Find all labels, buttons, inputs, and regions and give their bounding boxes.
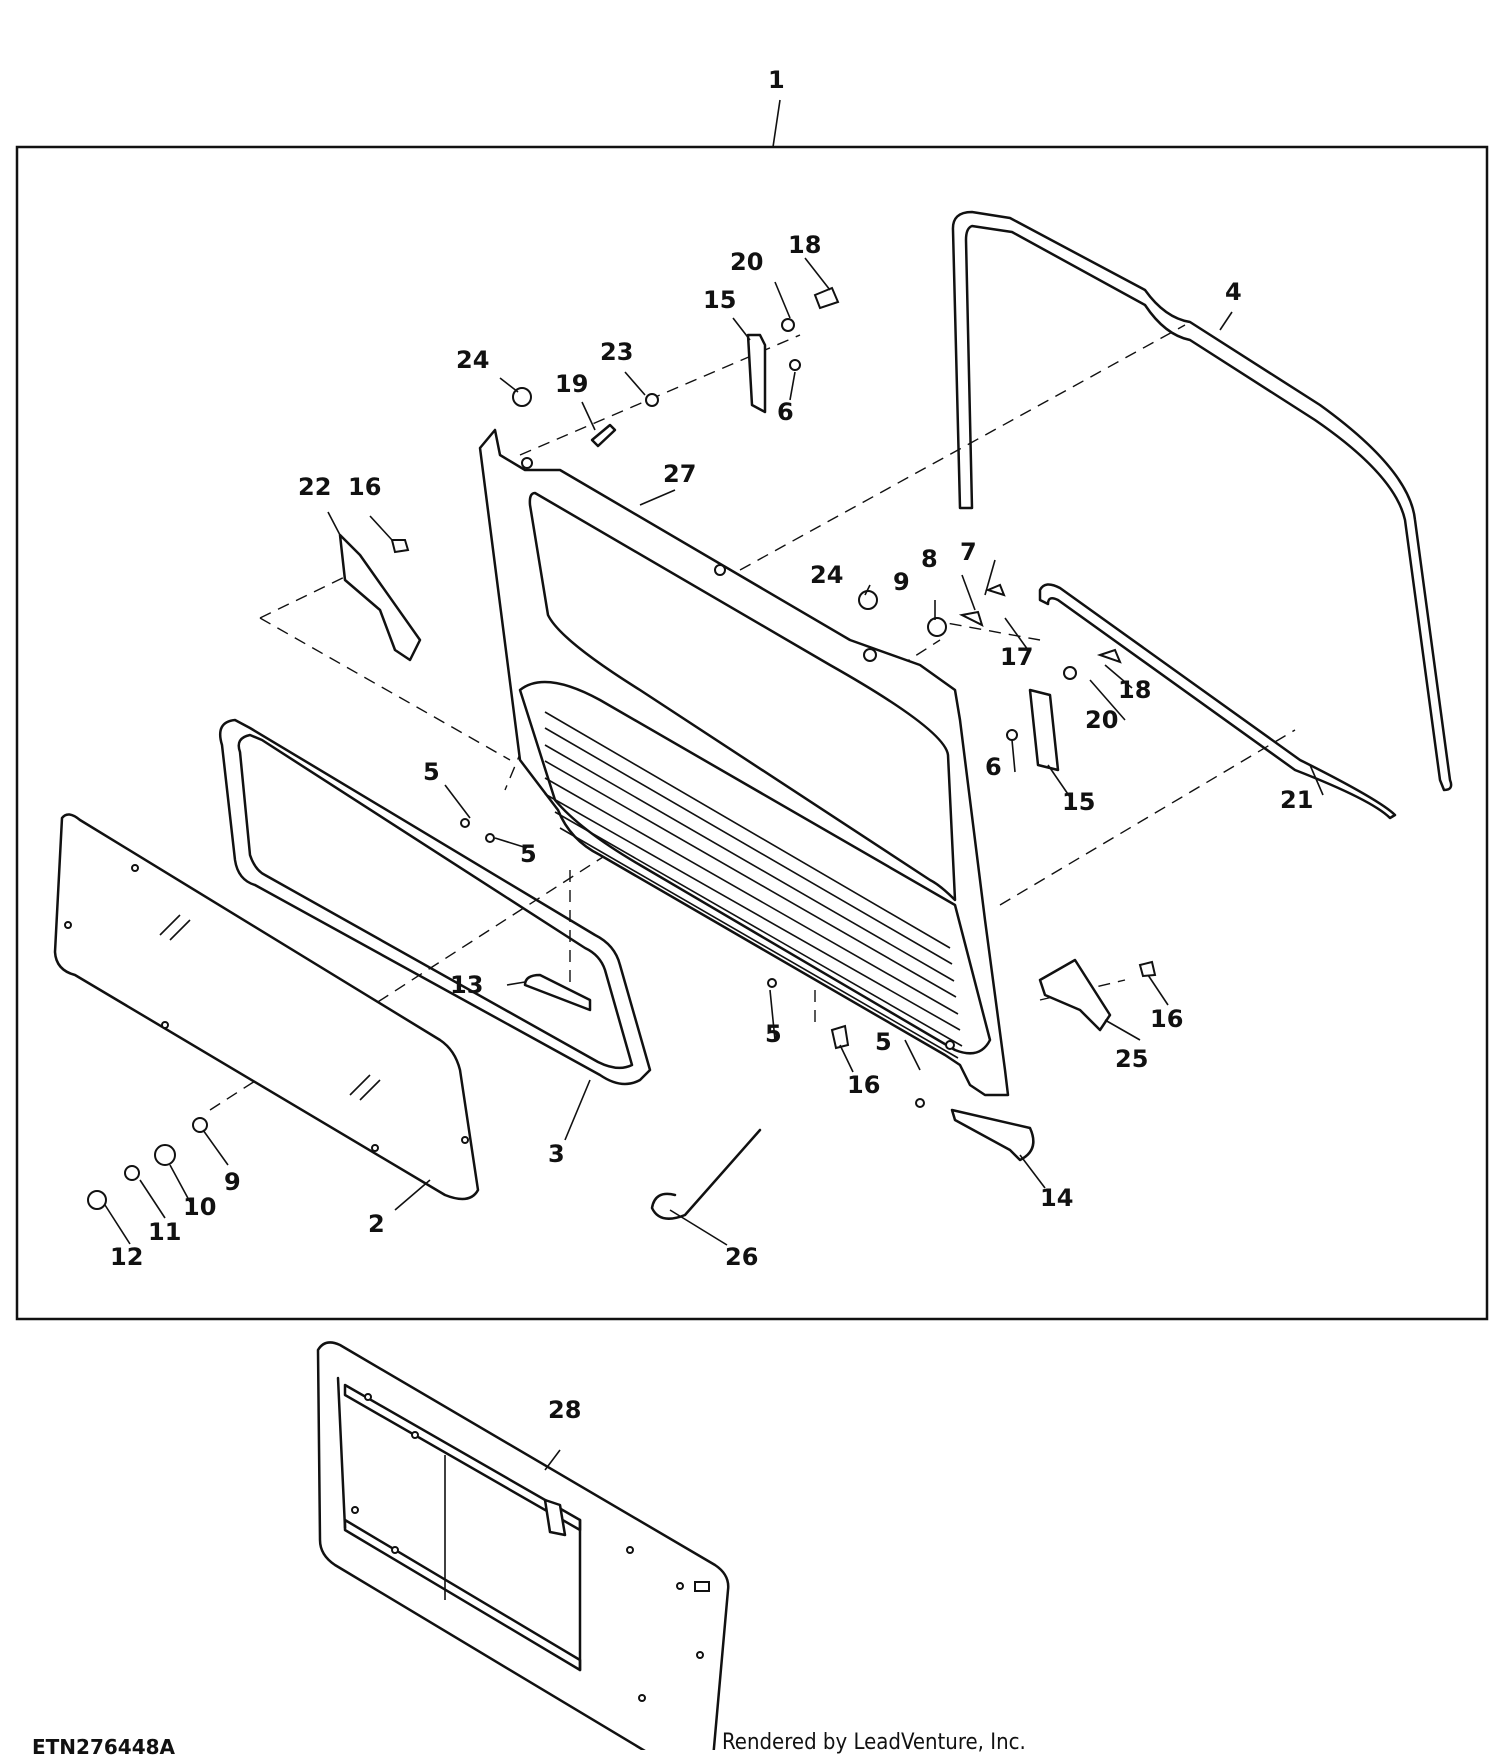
callout-14: 14 [1040, 1184, 1073, 1212]
assembly-frame [15, 145, 1489, 1321]
figure-code: ETN276448A [32, 1735, 176, 1759]
callout-5: 5 [875, 1028, 892, 1056]
callout-27: 27 [663, 460, 696, 488]
callout-10: 10 [183, 1193, 216, 1221]
callout-5: 5 [765, 1020, 782, 1048]
callout-leaders [104, 257, 1324, 1471]
callout-6: 6 [985, 753, 1002, 781]
callout-22: 22 [298, 473, 331, 501]
callout-24: 24 [810, 561, 843, 589]
frame-part-27 [478, 428, 1010, 1097]
seal-part-21 [1038, 583, 1397, 820]
callout-4: 4 [1225, 278, 1242, 306]
seal-part-4 [951, 210, 1453, 792]
render-credit: Rendered by LeadVenture, Inc. [722, 1730, 1026, 1755]
callouts: 1 2 3 4 5 5 5 5 6 6 7 8 9 9 10 11 12 13 … [110, 66, 1313, 1424]
callout-16: 16 [847, 1071, 880, 1099]
callout-12: 12 [110, 1243, 143, 1271]
callout-25: 25 [1115, 1045, 1148, 1073]
hardware [87, 286, 1157, 1220]
callout-1: 1 [768, 66, 785, 94]
callout-16: 16 [1150, 1005, 1183, 1033]
glass-pane-part-2 [53, 813, 480, 1201]
callout-2: 2 [368, 1210, 385, 1238]
callout-21: 21 [1280, 786, 1313, 814]
gasket-part-3 [218, 718, 652, 1086]
callout-15: 15 [1062, 788, 1095, 816]
callout-23: 23 [600, 338, 633, 366]
callout-28: 28 [548, 1396, 581, 1424]
callout-5: 5 [423, 758, 440, 786]
callout-20: 20 [730, 248, 763, 276]
sliding-window-part-28 [316, 1341, 730, 1750]
callout-3: 3 [548, 1140, 565, 1168]
callout-20: 20 [1085, 706, 1118, 734]
callout-24: 24 [456, 346, 489, 374]
callout-18: 18 [1118, 676, 1151, 704]
callout-19: 19 [555, 370, 588, 398]
callout-5: 5 [520, 840, 537, 868]
callout-26: 26 [725, 1243, 758, 1271]
callout-6: 6 [777, 398, 794, 426]
callout-16: 16 [348, 473, 381, 501]
callout-15: 15 [703, 286, 736, 314]
callout-17: 17 [1000, 643, 1033, 671]
callout-13: 13 [450, 971, 483, 999]
callout-18: 18 [788, 231, 821, 259]
callout-9: 9 [224, 1168, 241, 1196]
callout-9: 9 [893, 568, 910, 596]
callout-7: 7 [960, 538, 977, 566]
assembly-leader [772, 99, 781, 148]
callout-8: 8 [921, 545, 938, 573]
callout-11: 11 [148, 1218, 181, 1246]
